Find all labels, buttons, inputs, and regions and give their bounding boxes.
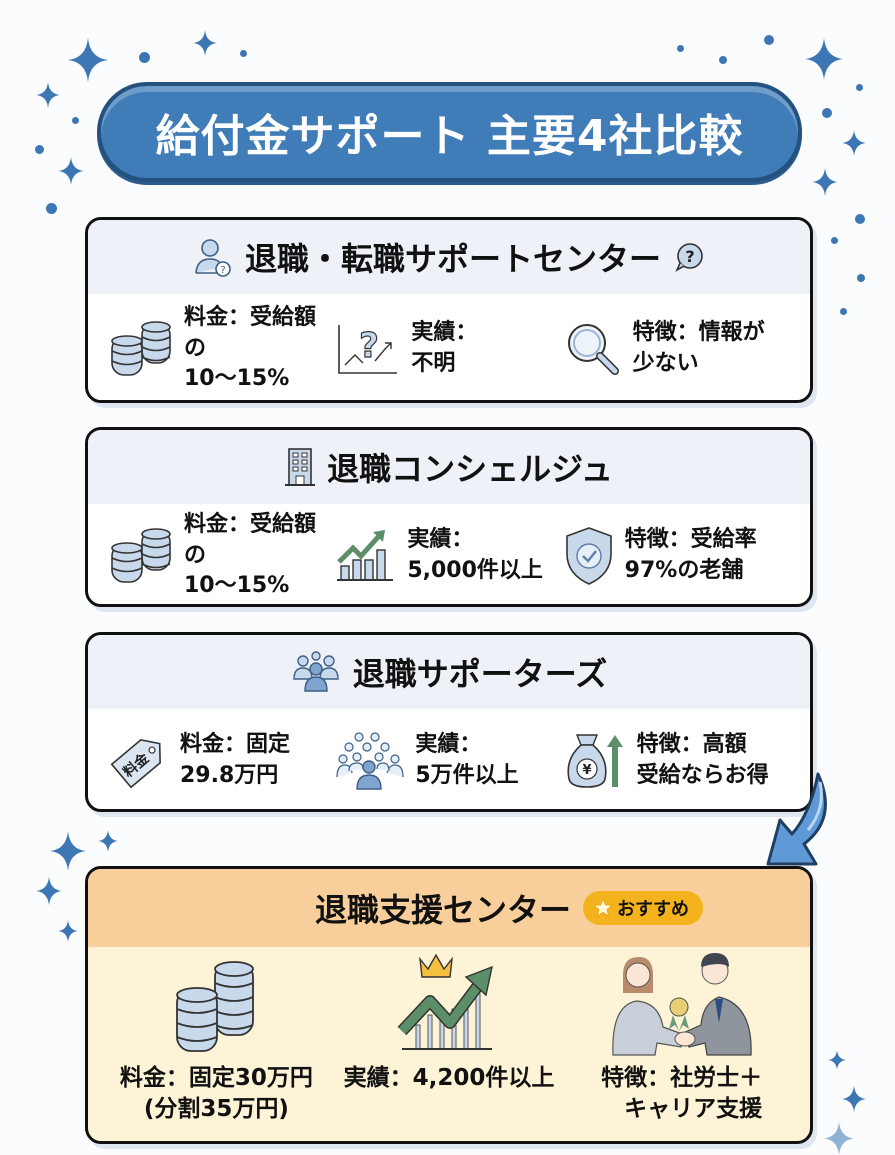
record-text: 実績： 5万件以上 [415,732,519,788]
feature-text: 特徴：受給率 97%の老舗 [624,527,757,583]
crowd-icon [336,732,404,790]
recommend-badge-label: おすすめ [617,899,689,920]
recommend-badge: おすすめ [583,891,703,925]
fee-cell: 料金：受給額の 10〜15% [108,303,335,395]
feature-cell: 特徴：情報が 少ない [563,318,790,380]
company-card-2: 退職コンシェルジュ 料金：受給額の 10〜15% 実績： 5,000件以上 特徴… [85,427,813,607]
card-header: 退職サポーターズ [88,635,810,709]
feature-cell: ¥ 特徴：高額 受給ならお得 [563,730,790,792]
feature-text: 特徴：社労士＋ キャリア支援 [601,1065,763,1123]
card-header: 退職コンシェルジュ [88,430,810,504]
sparkle-icon [842,1085,866,1113]
decor-dot [831,237,838,244]
decor-dot [139,52,150,63]
card-body: 料金：受給額の 10〜15% ? 実績： 不明 特徴：情報が 少ない [88,294,810,400]
sparkle-icon [812,168,838,196]
page-title-banner: 給付金サポート 主要4社比較 [97,82,802,182]
magnifier-icon [567,324,619,375]
decor-dot [856,84,863,91]
decor-dot [240,50,247,57]
decor-dot [840,308,847,315]
handshake-icon [611,953,752,1056]
decor-dot [46,203,57,214]
sparkle-icon [68,38,108,82]
fee-text: 料金：受給額の 10〜15% [184,304,317,392]
star-icon [593,898,613,917]
group-icon [293,651,339,692]
decor-dot [72,117,79,124]
company-name: 退職コンシェルジュ [327,450,613,488]
building-icon [285,448,316,486]
card-header: ? 退職・転職サポートセンター ? [88,220,810,294]
feature-cell: 特徴：社労士＋ キャリア支援 [565,947,798,1125]
coins-icon [111,528,171,583]
sparkle-icon [50,831,86,871]
fee-text: 料金：固定30万円 (分割35万円) [119,1065,313,1123]
record-text: 実績： 不明 [411,320,478,376]
sparkle-icon [805,38,843,80]
sparkle-icon [58,920,78,942]
company-card-recommended: 退職支援センター おすすめ 料金：固定30万円 (分割35万円) 実績：4,20… [85,866,813,1144]
growth-chart-icon [337,530,394,581]
sparkle-icon [58,157,84,185]
company-card-3: 退職サポーターズ 料金 料金：固定 29.8万円 実績： 5万件以上 ¥ 特徴：… [85,632,813,812]
page-title: 給付金サポート 主要4社比較 [155,111,744,162]
company-name: 退職サポーターズ [352,655,608,693]
coins-icon [111,321,171,376]
shield-check-icon [565,527,612,585]
feature-cell: 特徴：受給率 97%の老舗 [563,525,790,587]
record-text: 実績： 5,000件以上 [407,527,543,583]
decor-dot [855,214,865,224]
sparkle-icon [193,30,217,56]
sparkle-icon [824,1122,854,1155]
svg-text:?: ? [359,326,379,366]
question-bubble-icon: ? [675,243,703,272]
decor-dot [677,45,684,52]
decor-dot [764,35,774,45]
user-question-icon: ? [195,239,231,277]
sparkle-icon [828,1050,846,1070]
decor-dot [719,56,727,64]
money-bag-up-icon: ¥ [567,734,623,788]
fee-cell: 料金 料金：固定 29.8万円 [108,728,335,794]
decor-dot [822,108,832,118]
crown-growth-icon [397,953,493,1050]
record-cell: ? 実績： 不明 [335,318,562,380]
record-cell: 実績：4,200件以上 [333,947,566,1094]
yen-symbol: ¥ [582,763,591,778]
sparkle-icon [36,82,60,108]
coins-icon [176,961,255,1052]
sparkle-icon [842,130,866,156]
company-card-1: ? 退職・転職サポートセンター ? 料金：受給額の 10〜15% ? 実績： 不… [85,217,813,403]
fee-cell: 料金：受給額の 10〜15% [108,510,335,602]
fee-cell: 料金：固定30万円 (分割35万円) [100,947,333,1125]
svg-text:?: ? [220,265,225,276]
svg-text:?: ? [685,247,694,266]
card-body: 料金 料金：固定 29.8万円 実績： 5万件以上 ¥ 特徴：高額 受給ならお得 [88,709,810,809]
company-name: 退職・転職サポートセンター [244,240,661,278]
feature-text: 特徴：高額 受給ならお得 [636,732,769,788]
decor-dot [857,274,865,282]
decor-dot [35,145,44,154]
record-cell: 実績： 5,000件以上 [335,525,562,587]
company-name: 退職支援センター [314,891,571,929]
curved-arrow-icon [766,772,827,866]
fee-text: 料金：受給額の 10〜15% [184,511,317,599]
feature-text: 特徴：情報が 少ない [632,320,765,376]
record-text: 実績：4,200件以上 [343,1065,555,1091]
chart-question-icon: ? [338,325,398,374]
record-cell: 実績： 5万件以上 [335,730,562,792]
sparkle-icon [98,830,118,852]
card-body: 料金：受給額の 10〜15% 実績： 5,000件以上 特徴：受給率 97%の老… [88,504,810,604]
price-tag-icon: 料金 [110,739,161,789]
card-header: 退職支援センター おすすめ [88,869,810,947]
card-body: 料金：固定30万円 (分割35万円) 実績：4,200件以上 特徴：社労士＋ キ… [88,947,810,1141]
fee-text: 料金：固定 29.8万円 [180,732,291,788]
sparkle-icon [36,876,62,906]
